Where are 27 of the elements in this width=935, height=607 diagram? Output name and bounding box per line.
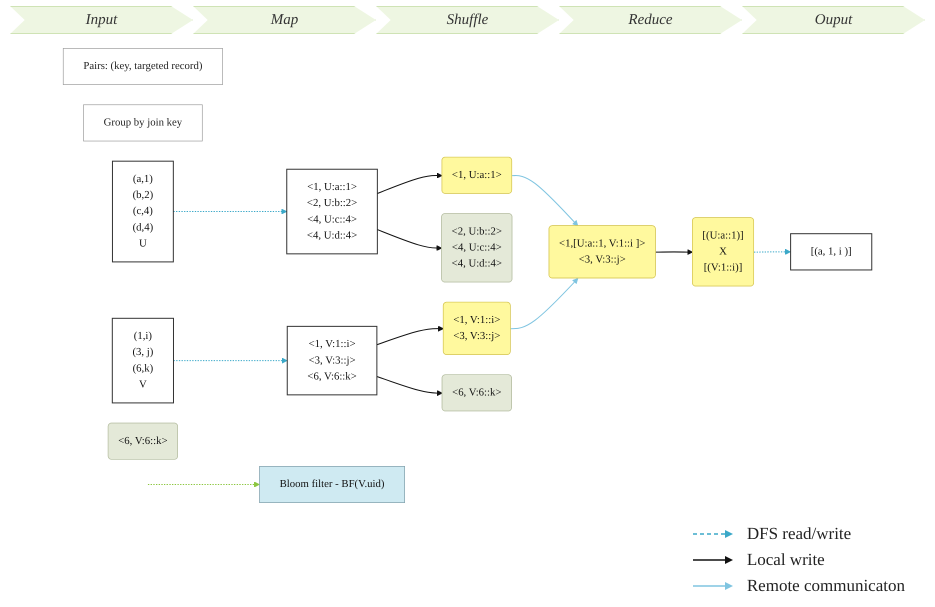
arrow	[376, 325, 444, 345]
legend-label: DFS read/write	[746, 524, 852, 544]
arrow	[377, 228, 442, 250]
arrow	[512, 174, 578, 226]
legend-label: Local write	[746, 550, 825, 570]
node-box: (a,1) (b,2) (c,4) (d,4) U	[112, 160, 174, 262]
arrow	[656, 248, 693, 255]
arrow	[148, 481, 260, 487]
arrow	[377, 172, 442, 194]
phase-chevron: Input	[10, 6, 193, 34]
node-box: [(a, 1, i )]	[790, 232, 872, 270]
arrow	[173, 208, 288, 214]
phase-chevron: Shuffle	[376, 6, 559, 34]
node-box: <1, U:a::1> <2, U:b::2> <4, U:c::4> <4, U:d::4>	[286, 168, 378, 254]
node-box: (1,i) (3, j) (6,k) V	[112, 317, 174, 403]
node-box: Bloom filter - BF(V.uid)	[259, 466, 405, 502]
legend-label: Remote communicaton	[746, 576, 905, 596]
phase-chevron: Reduce	[559, 6, 742, 34]
node-box: <1, V:1::i> <3, V:3::j> <6, V:6::k>	[286, 325, 378, 395]
node-box: Group by join key	[83, 104, 203, 141]
phase-chevron: Ouput	[742, 6, 925, 34]
arrow	[376, 376, 443, 396]
arrow	[510, 278, 578, 329]
arrow	[173, 357, 288, 364]
phase-chevron: Map	[193, 6, 376, 34]
arrow	[754, 248, 791, 254]
node-box: Pairs: (key, targeted record)	[62, 48, 223, 84]
